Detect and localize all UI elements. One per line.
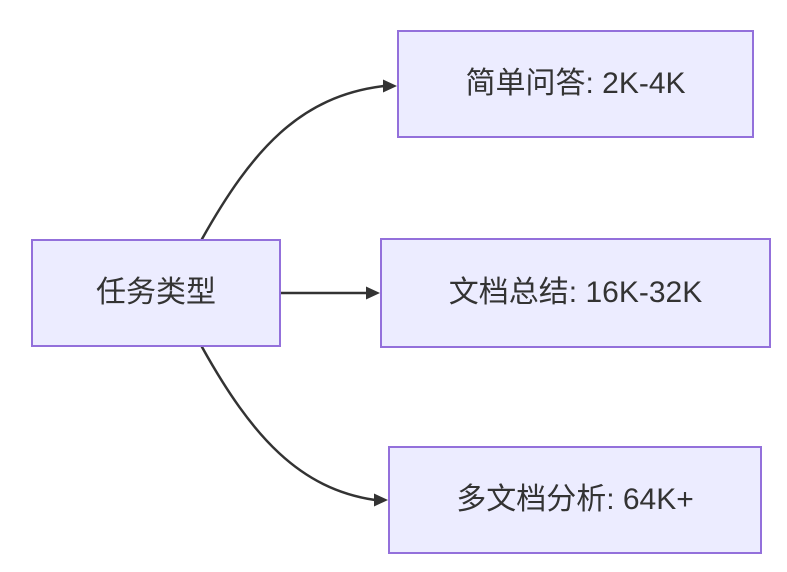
node-multi-doc-analysis: 多文档分析: 64K+ xyxy=(388,446,762,554)
node-multi-doc-analysis-label: 多文档分析: 64K+ xyxy=(456,483,694,516)
node-doc-summary-label: 文档总结: 16K-32K xyxy=(448,276,703,309)
arrowhead-doc-summary-icon xyxy=(366,286,380,300)
node-task-type: 任务类型 xyxy=(31,239,281,347)
node-doc-summary: 文档总结: 16K-32K xyxy=(380,238,771,348)
node-task-type-label: 任务类型 xyxy=(96,276,216,309)
arrowhead-simple-qa-icon xyxy=(383,79,397,93)
node-simple-qa: 简单问答: 2K-4K xyxy=(397,30,754,138)
arrowhead-multi-doc-analysis-icon xyxy=(374,493,388,507)
node-simple-qa-label: 简单问答: 2K-4K xyxy=(465,67,686,100)
edge-task-type-to-multi-doc-analysis xyxy=(200,345,377,502)
edge-task-type-to-simple-qa xyxy=(200,84,386,241)
